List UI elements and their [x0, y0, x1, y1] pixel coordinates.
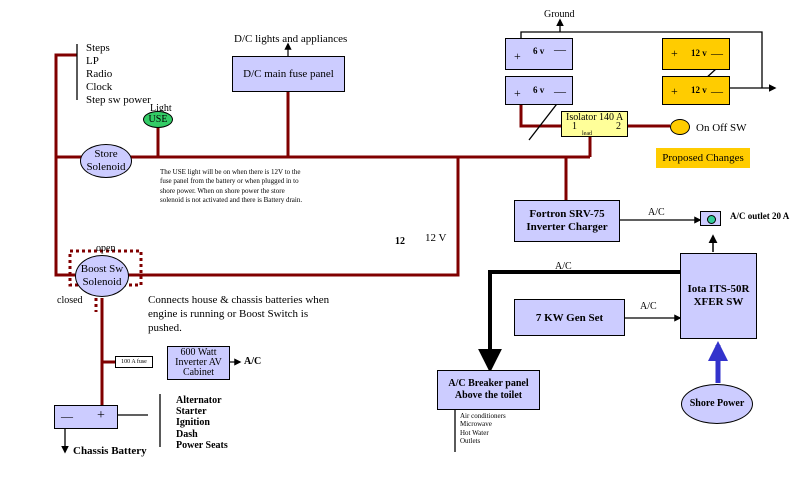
load-item: Radio: [86, 67, 113, 80]
plus-sign: +: [514, 86, 521, 100]
isolator-label: Isolator 140 A: [566, 112, 624, 123]
isolator-lead: lead: [582, 131, 592, 137]
house-battery-6v-2: + 6 v —: [505, 76, 573, 105]
boost-closed-label: closed: [57, 295, 83, 306]
load-item: Clock: [86, 80, 113, 93]
dc-loads-caption: D/C lights and appliances: [234, 33, 348, 45]
breaker-feed-arrow: [478, 270, 719, 373]
plus-sign: +: [514, 49, 521, 63]
ac-outlet-label: A/C outlet 20 A: [730, 211, 790, 221]
use-light: USE: [143, 111, 173, 128]
proposed-changes-badge: Proposed Changes: [656, 148, 750, 168]
iota-transfer-switch: Iota ITS-50R XFER SW: [680, 253, 757, 339]
ac-outlet: [700, 211, 721, 226]
boost-open-label: open: [96, 243, 116, 254]
solenoid-loop-wire: [126, 157, 460, 277]
gen-set-7kw: 7 KW Gen Set: [514, 299, 625, 336]
ac-wiring: [230, 42, 719, 373]
chassis-load: Dash: [176, 428, 198, 440]
minus-sign: —: [61, 409, 73, 423]
isolator-140a: Isolator 140 A 1 2 lead: [561, 111, 628, 137]
breaker-load: Hot Water: [460, 428, 489, 437]
proposed-battery-12v-2: + 12 v —: [662, 76, 730, 105]
chassis-load: Ignition: [176, 417, 210, 429]
isolator-terminal-2: 2: [616, 121, 621, 132]
iota-ac-label: A/C: [555, 261, 572, 272]
chassis-load: Starter: [176, 406, 207, 418]
load-item: Steps: [86, 42, 110, 54]
minus-sign: —: [711, 84, 723, 98]
house-battery-6v-1: + 6 v —: [505, 38, 573, 70]
minus-sign: —: [554, 84, 566, 98]
voltage-label-12: 12: [395, 236, 405, 247]
on-off-switch[interactable]: [670, 119, 690, 135]
battery-voltage: 6 v: [533, 85, 545, 95]
battery-voltage: 12 v: [691, 48, 707, 58]
chassis-battery-label: Chassis Battery: [73, 445, 147, 457]
minus-sign: —: [554, 42, 566, 56]
chassis-load-list: Alternator Starter Ignition Dash Power S…: [176, 395, 228, 451]
minus-sign: —: [711, 46, 723, 60]
load-item: Step sw power: [86, 93, 151, 106]
ac-breaker-panel: A/C Breaker panel Above the toilet: [437, 370, 540, 410]
fortron-ac-label: A/C: [648, 207, 665, 218]
gen-ac-label: A/C: [640, 301, 657, 312]
use-light-caption: Light: [150, 103, 172, 114]
dc-load-list: Steps LP Radio Clock Step sw power: [86, 42, 151, 107]
plus-sign: +: [671, 84, 678, 98]
breaker-load-list: Air conditioners Microwave Hot Water Out…: [460, 412, 506, 446]
breaker-load: Outlets: [460, 437, 481, 446]
fuse-100a: 100 A fuse: [115, 356, 153, 368]
ground-and-battery-wiring: [61, 18, 777, 454]
isolator-terminal-1: 1: [572, 121, 577, 132]
load-item: LP: [86, 54, 99, 67]
inverter-600w: 600 Watt Inverter AV Cabinet: [167, 346, 230, 380]
proposed-battery-12v-1: + 12 v —: [662, 38, 730, 70]
fortron-inverter-charger: Fortron SRV-75 Inverter Charger: [514, 200, 620, 242]
plus-sign: +: [97, 408, 105, 423]
ground-right-wire: [560, 31, 763, 88]
dc-wiring: [54, 53, 670, 405]
voltage-label-12v: 12 V: [425, 232, 447, 244]
boost-note: Connects house & chassis batteries when …: [148, 294, 330, 334]
shore-power: Shore Power: [681, 384, 753, 424]
use-light-note: The USE light will be on when there is 1…: [160, 168, 303, 205]
plus-sign: +: [671, 46, 678, 60]
chassis-load: Power Seats: [176, 439, 228, 451]
store-solenoid: Store Solenoid: [80, 144, 132, 178]
battery-voltage: 6 v: [533, 46, 545, 56]
on-off-label: On Off SW: [696, 122, 747, 134]
inverter600-ac-label: A/C: [244, 356, 262, 367]
breaker-load: Microwave: [460, 420, 492, 429]
chassis-battery: — +: [54, 405, 118, 429]
chassis-load: Alternator: [176, 395, 222, 406]
left-feed-wire: [54, 53, 77, 277]
breaker-load: Air conditioners: [460, 412, 506, 420]
house-battery-link-wire: [519, 103, 561, 128]
outlet-icon: [707, 215, 716, 224]
boost-solenoid: Boost Sw Solenoid: [75, 255, 129, 297]
ground-label: Ground: [544, 9, 575, 20]
dc-fuse-panel: D/C main fuse panel: [232, 56, 345, 92]
battery-voltage: 12 v: [691, 85, 707, 95]
